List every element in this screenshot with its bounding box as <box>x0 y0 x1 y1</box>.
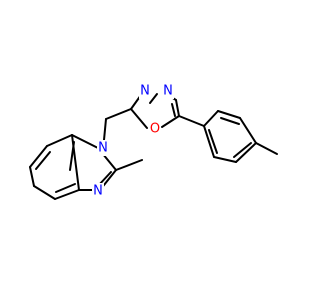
atom-label-o-oxadiazole: O <box>149 121 161 137</box>
svg-text:N: N <box>140 84 150 99</box>
atom-label-n-oxadiazole-4: N <box>162 83 174 99</box>
svg-text:O: O <box>150 122 160 137</box>
svg-text:N: N <box>98 141 108 156</box>
svg-text:N: N <box>93 184 103 199</box>
methylene-linker <box>103 108 132 141</box>
tolyl-methyl-bond <box>255 142 278 155</box>
oxadiazole-aryl-bond <box>178 115 205 127</box>
benzimidazole-methyl-bond <box>115 159 143 171</box>
chemical-structure-diagram: N N N N O <box>29 83 278 200</box>
atom-label-n-benzimidazole-1: N <box>97 140 109 156</box>
atom-label-n-oxadiazole-3: N <box>139 83 151 99</box>
svg-text:N: N <box>163 84 173 99</box>
atom-label-n-benzimidazole-3: N <box>92 183 104 199</box>
benzimidazole-benzene-ring <box>29 134 80 200</box>
tolyl-benzene-ring <box>203 110 257 163</box>
